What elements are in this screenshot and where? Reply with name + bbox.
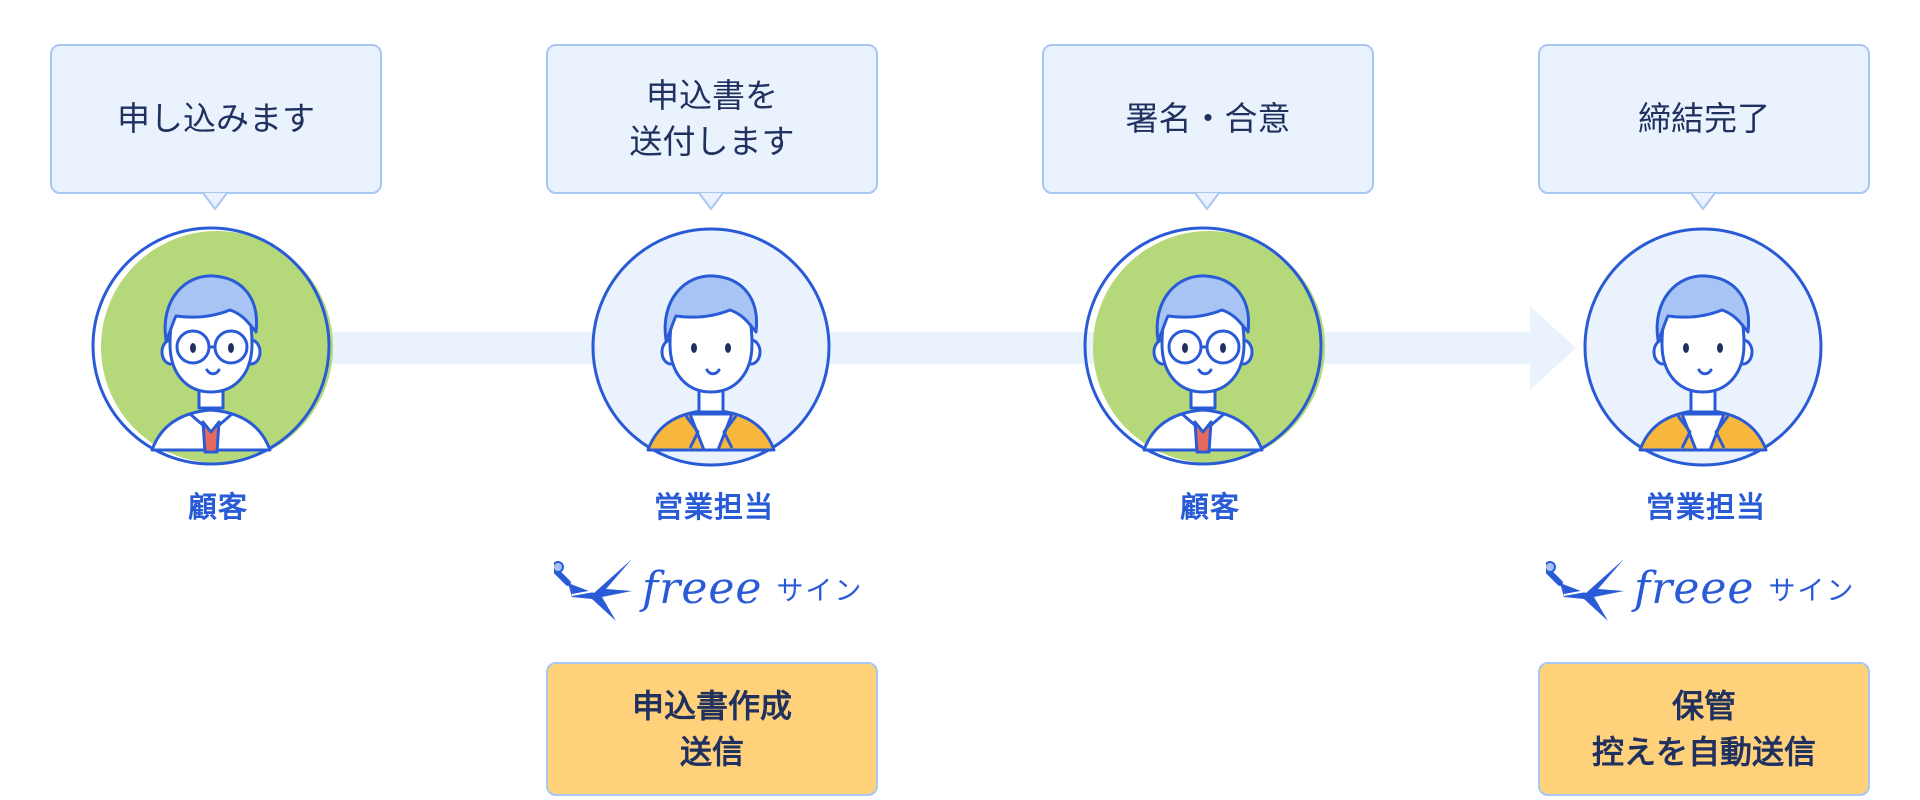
swallow-pen-icon — [1546, 553, 1626, 623]
logo-word: freee — [1634, 563, 1754, 614]
sales-avatar — [586, 222, 836, 472]
bubble-text: 締結完了 — [1638, 96, 1770, 142]
role-label: 顧客 — [1040, 484, 1380, 526]
logo-word: freee — [642, 563, 762, 614]
bubble-tail — [203, 193, 227, 211]
bubble-tail — [1195, 193, 1219, 211]
speech-bubble: 申込書を 送付します — [546, 44, 878, 194]
customer-avatar — [1082, 222, 1332, 472]
bubble-text: 申込書を 送付します — [630, 73, 795, 165]
role-label: 顧客 — [48, 484, 388, 526]
action-box: 保管 控えを自動送信 — [1538, 662, 1870, 796]
role-label: 営業担当 — [1536, 484, 1876, 526]
action-box: 申込書作成 送信 — [546, 662, 878, 796]
freee-sign-logo: freee サイン — [554, 548, 874, 628]
speech-bubble: 締結完了 — [1538, 44, 1870, 194]
step-2: 申込書を 送付します — [544, 0, 884, 800]
speech-bubble: 申し込みます — [50, 44, 382, 194]
step-4: 締結完了 — [1536, 0, 1876, 800]
bubble-text: 申し込みます — [117, 96, 315, 142]
swallow-pen-icon — [554, 553, 634, 623]
logo-suffix: サイン — [776, 569, 863, 608]
bubble-text: 署名・合意 — [1126, 96, 1291, 142]
logo-suffix: サイン — [1768, 569, 1855, 608]
customer-avatar — [90, 222, 340, 472]
step-1: 申し込みます — [48, 0, 388, 800]
bubble-tail — [699, 193, 723, 211]
action-text: 申込書作成 送信 — [632, 683, 792, 775]
bubble-tail — [1691, 193, 1715, 211]
sales-avatar — [1578, 222, 1828, 472]
step-3: 署名・合意 — [1040, 0, 1380, 800]
role-label: 営業担当 — [544, 484, 884, 526]
freee-sign-logo: freee サイン — [1546, 548, 1866, 628]
speech-bubble: 署名・合意 — [1042, 44, 1374, 194]
action-text: 保管 控えを自動送信 — [1592, 683, 1816, 775]
